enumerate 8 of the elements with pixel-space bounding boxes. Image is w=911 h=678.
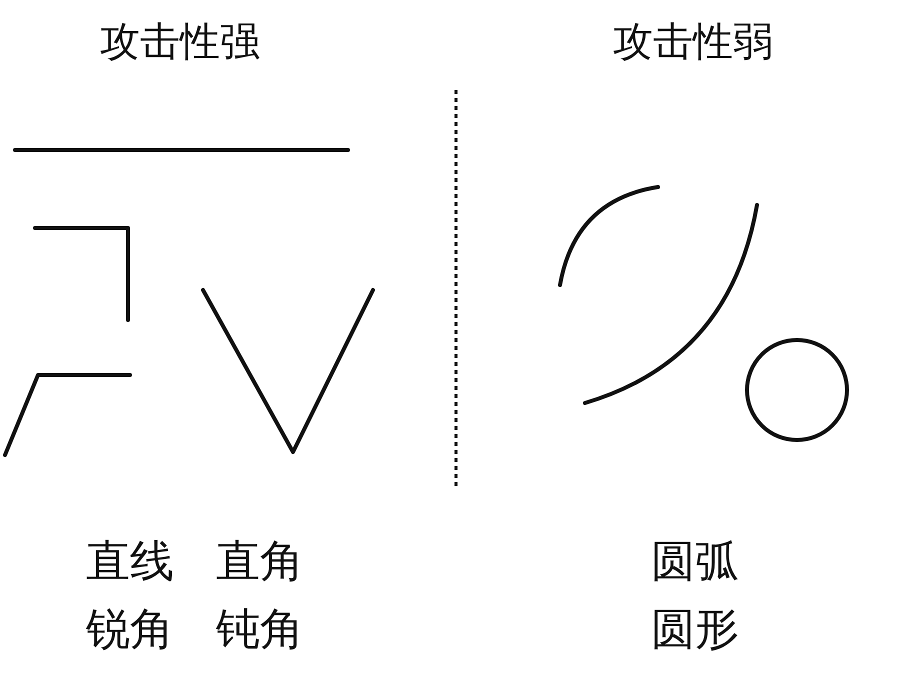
shape-term: 直线 [86,540,174,584]
heading: 攻击性强 [100,22,260,62]
shape-term: 直角 [216,540,304,584]
shape-term: 钝角 [216,608,304,652]
shape-term: 圆形 [651,608,739,652]
heading: 攻击性弱 [613,22,773,62]
shape-term: 圆弧 [651,540,739,584]
shape-term: 锐角 [86,608,174,652]
